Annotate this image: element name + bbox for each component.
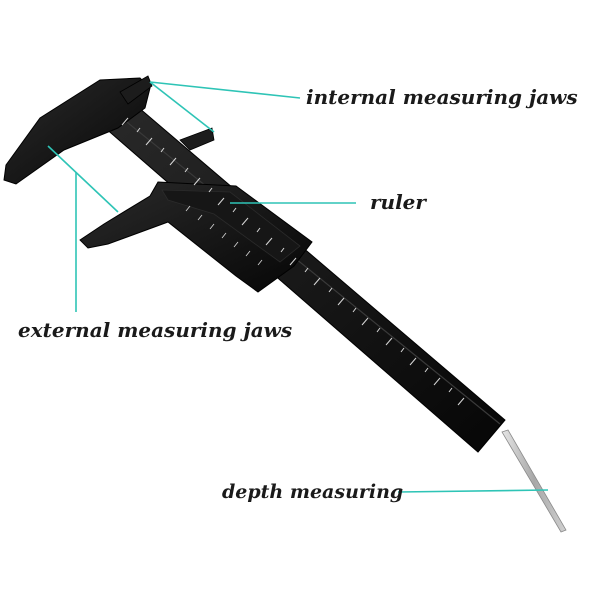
internal-jaw-tip: [119, 75, 153, 105]
depth-rod: [501, 429, 567, 533]
label-internal-measuring-jaws: internal measuring jaws: [306, 85, 578, 109]
label-external-measuring-jaws: external measuring jaws: [18, 318, 293, 342]
label-ruler: ruler: [370, 190, 426, 214]
sliding-jaw: [79, 181, 313, 293]
leader-internal: [149, 81, 301, 99]
label-depth-measuring: depth measuring: [222, 481, 404, 503]
leader-internal-2: [149, 81, 215, 133]
vernier-scale: [185, 205, 263, 266]
fixed-jaw-head: [3, 77, 151, 185]
vernier-plate: [161, 189, 301, 263]
leader-external-2: [47, 145, 119, 213]
leader-depth: [397, 489, 549, 493]
ruler-scale: [121, 117, 465, 406]
internal-jaw-tip-2: [179, 127, 215, 151]
leader-lines: [47, 81, 549, 493]
main-beam: [95, 95, 506, 453]
